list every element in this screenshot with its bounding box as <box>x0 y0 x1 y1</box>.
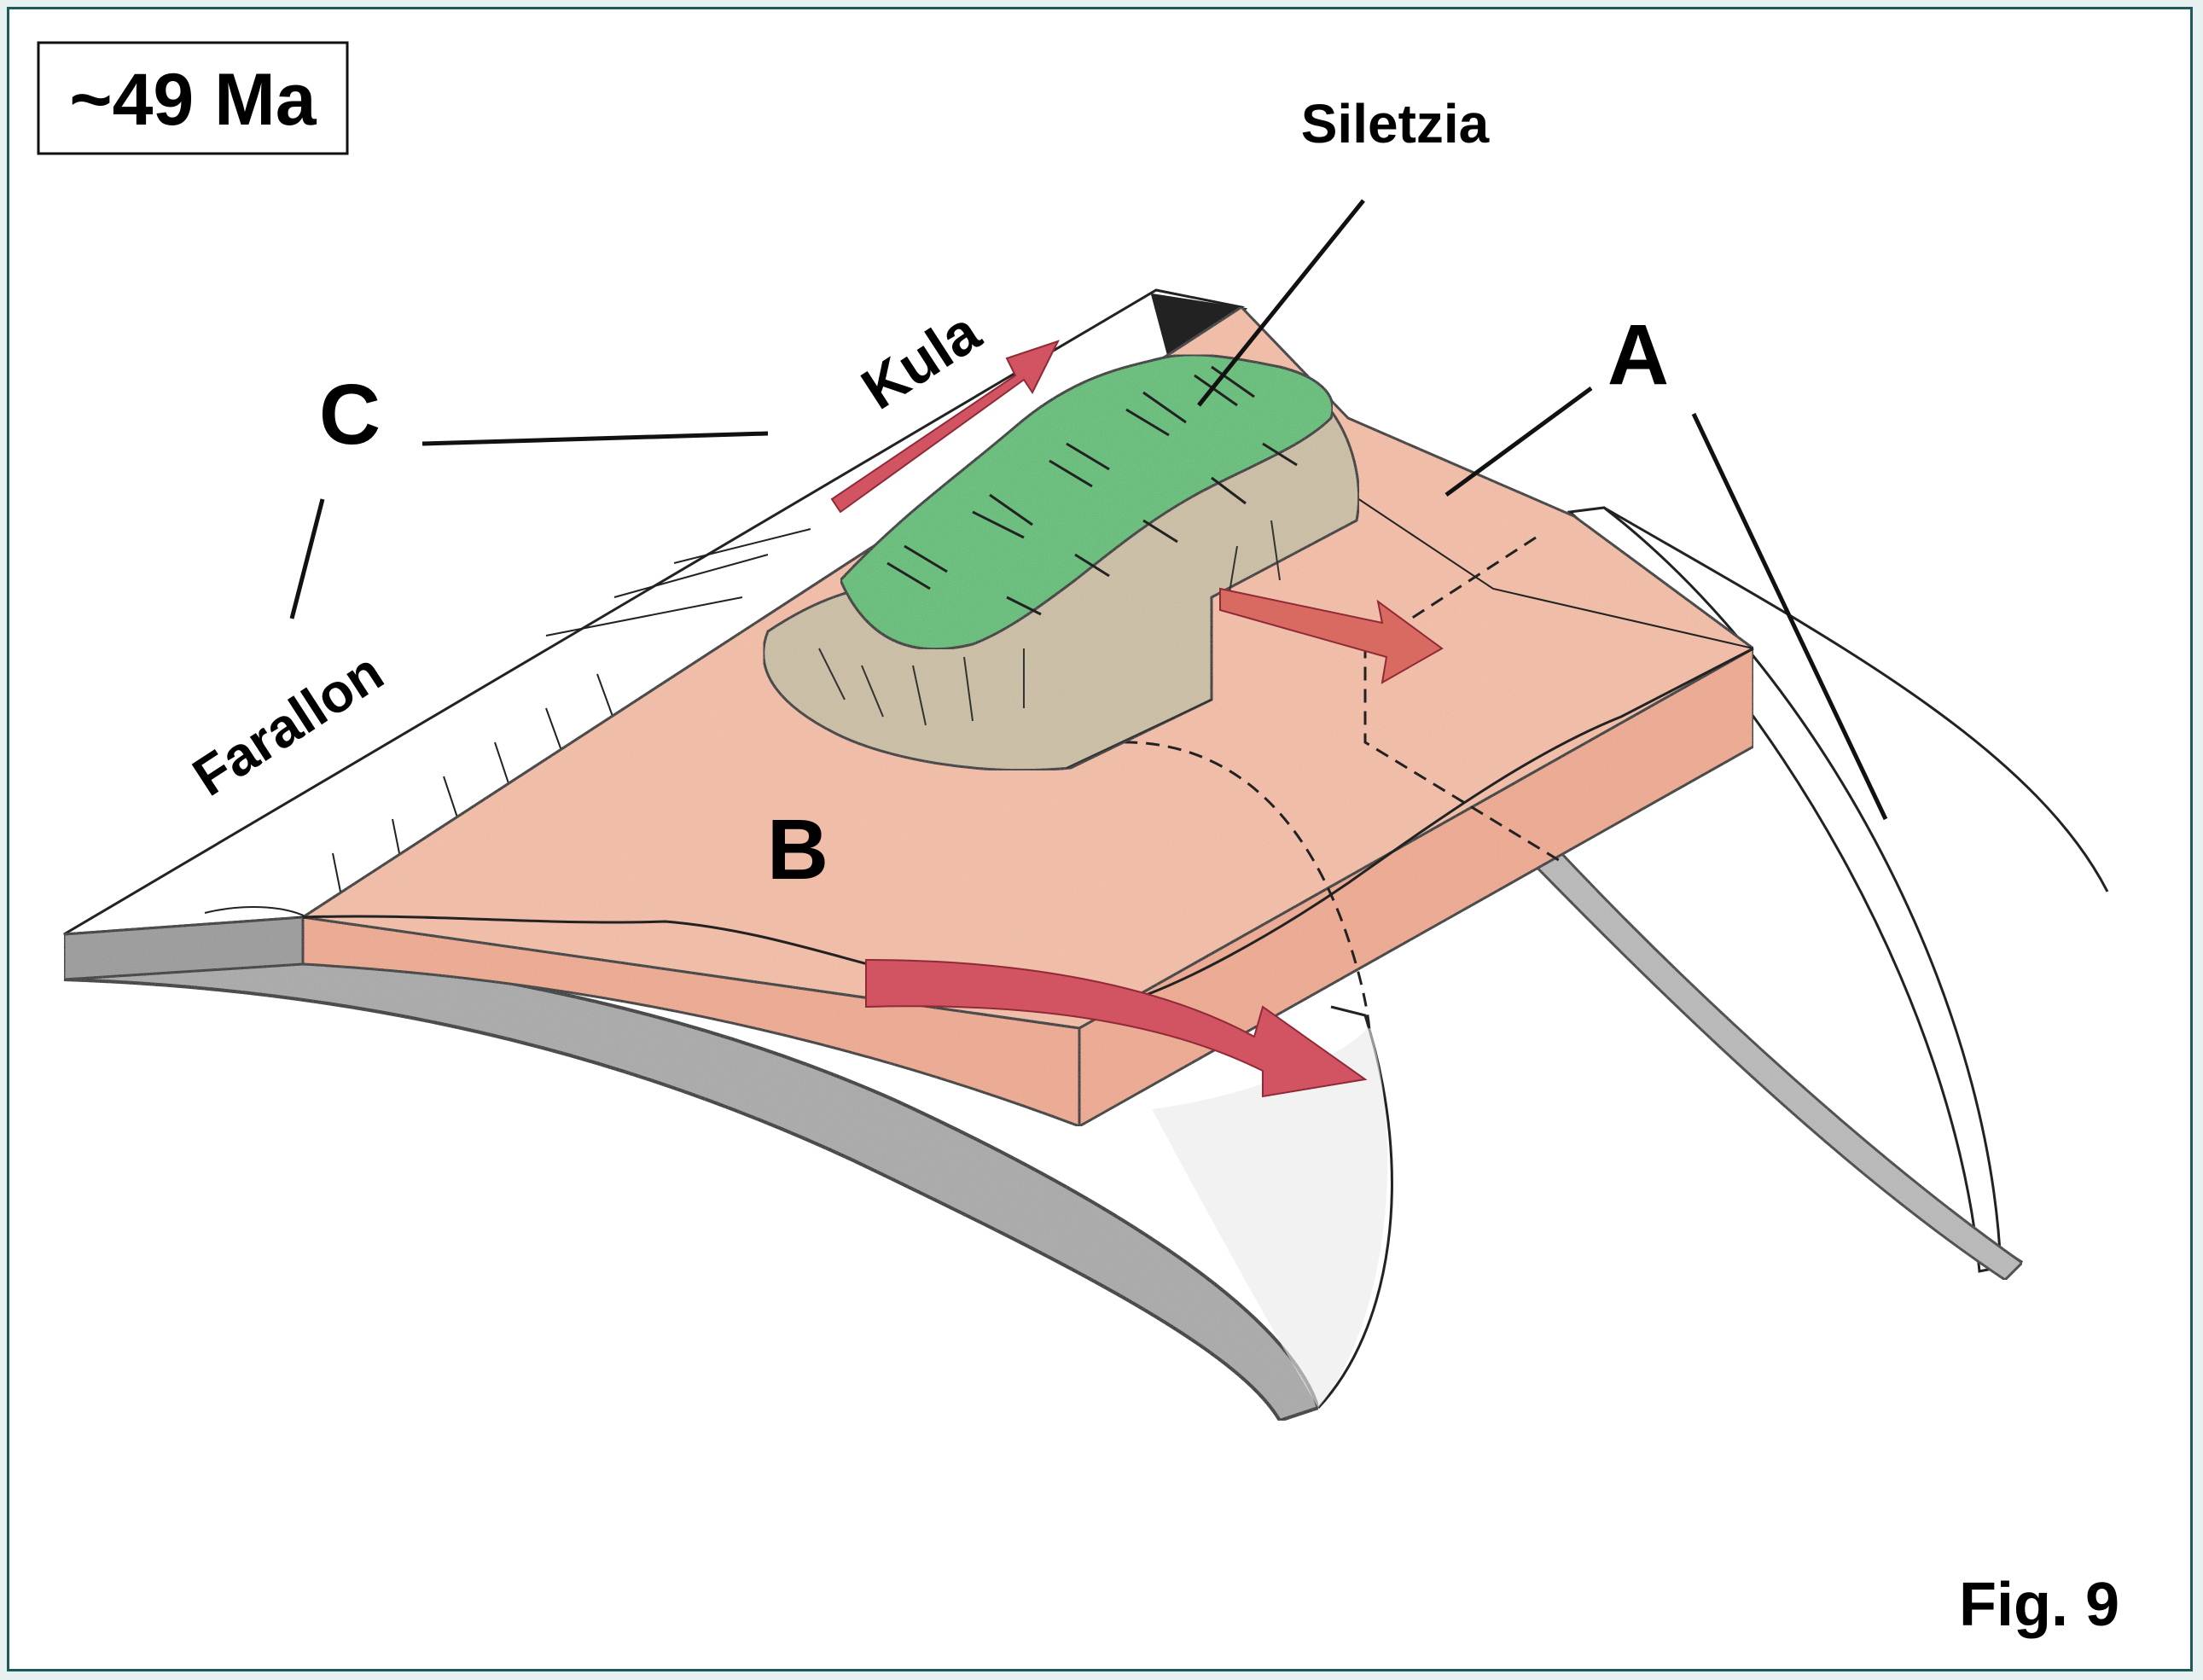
figure-number: Fig. 9 <box>1959 1571 2119 1639</box>
label-siletzia: Siletzia <box>1301 93 1490 154</box>
age-label: ~49 Ma <box>69 59 317 141</box>
label-c: C <box>319 367 381 462</box>
label-a: A <box>1607 307 1669 403</box>
label-b: B <box>767 802 828 898</box>
